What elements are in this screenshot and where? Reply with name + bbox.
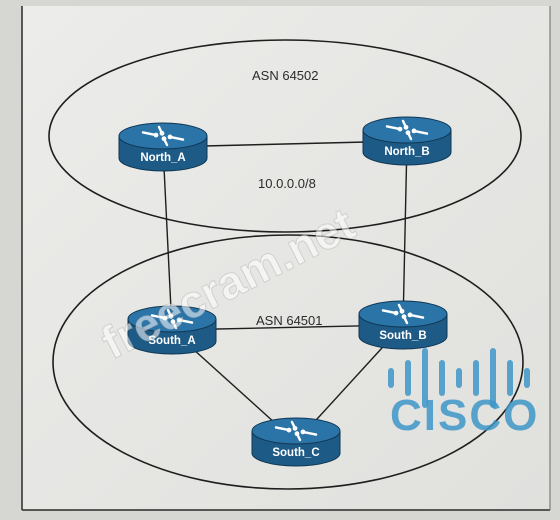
cisco-wordmark: CISCO <box>390 391 539 440</box>
asn-64501-label: ASN 64501 <box>256 313 323 328</box>
link-north-b-south-b <box>402 140 408 326</box>
asn-64501-boundary <box>52 234 524 490</box>
router-south-b: South_B <box>358 300 448 350</box>
router-south-a: South_A <box>127 305 217 355</box>
router-arrows-icon <box>381 303 425 325</box>
router-north-a: North_A <box>118 122 208 172</box>
router-label-south-c: South_C <box>272 447 319 459</box>
cisco-logo: CISCO <box>388 348 539 440</box>
router-arrows-icon <box>141 125 185 147</box>
router-label-north-b: North_B <box>384 146 429 158</box>
routers-layer: North_A North_B South_A South_B South_C <box>118 116 452 467</box>
router-north-b: North_B <box>362 116 452 166</box>
router-label-north-a: North_A <box>140 152 185 164</box>
asn-64502-label: ASN 64502 <box>252 68 319 83</box>
network-label: 10.0.0.0/8 <box>258 176 316 191</box>
cisco-bars-icon <box>388 348 530 408</box>
router-label-south-b: South_B <box>379 330 426 342</box>
asn-64502-boundary <box>48 39 522 233</box>
link-north-a-south-a <box>162 146 173 331</box>
router-arrows-icon <box>150 308 194 330</box>
router-arrows-icon <box>385 119 429 141</box>
router-label-south-a: South_A <box>148 335 195 347</box>
router-arrows-icon <box>274 420 318 442</box>
router-south-c: South_C <box>251 417 341 467</box>
